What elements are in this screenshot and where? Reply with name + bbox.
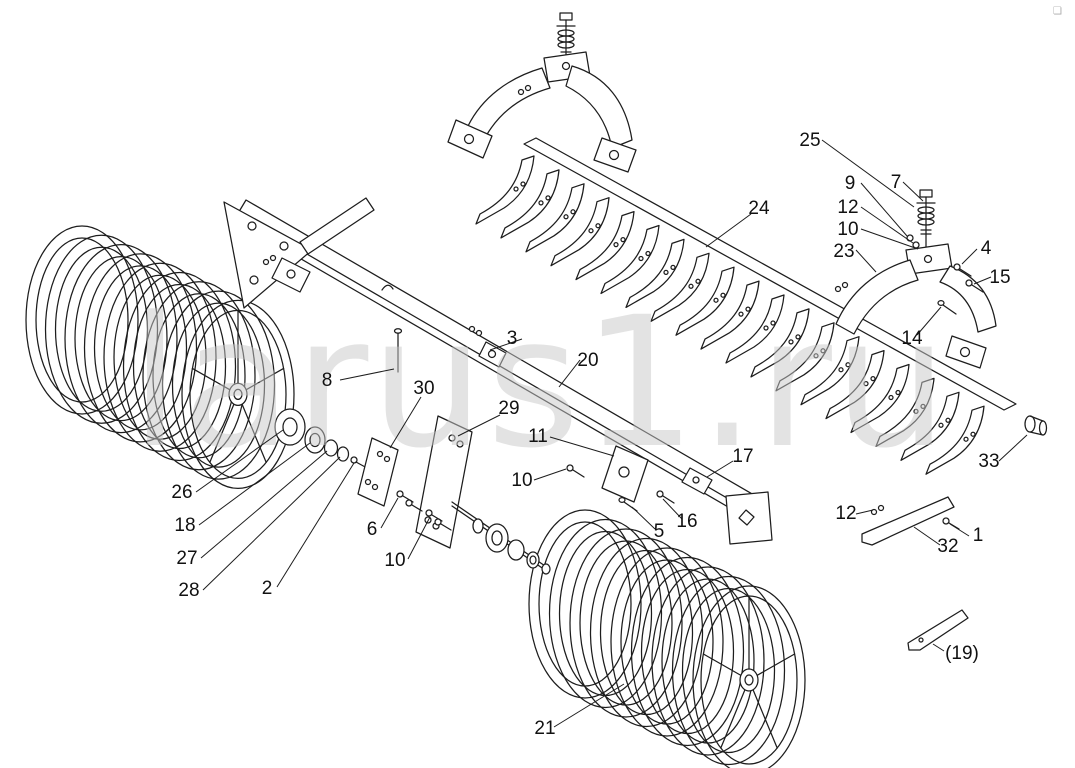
right-adjusting-screw (916, 189, 936, 249)
spring-ring (44, 234, 159, 424)
callout-24: 24 (748, 198, 770, 219)
callout-30: 30 (413, 378, 434, 399)
callout-15: 15 (989, 267, 1010, 288)
hub-bearing-parts (274, 408, 379, 475)
callout-4: 4 (981, 238, 992, 259)
callout-7: 7 (891, 172, 902, 193)
holder-left-arm (467, 67, 551, 137)
beam-end-plate (725, 491, 773, 545)
callout-labels: 25 7 9 12 10 23 4 15 14 24 3 20 8 30 29 … (171, 130, 1010, 739)
tine (875, 377, 935, 448)
callout-17: 17 (732, 446, 753, 467)
callout-10-a: 10 (837, 219, 858, 240)
tine (575, 210, 635, 281)
tine (650, 252, 710, 322)
callout-20: 20 (577, 350, 598, 371)
end-cap-33 (1024, 415, 1048, 436)
callout-26: 26 (171, 482, 192, 503)
headstock-mount (223, 197, 375, 309)
spring-ring (671, 575, 786, 766)
callout-33: 33 (978, 451, 999, 472)
spoked-wheel (181, 299, 295, 490)
callout-23: 23 (833, 241, 854, 262)
callout-11: 11 (528, 426, 548, 447)
callout-12-a: 12 (837, 197, 858, 218)
tine (825, 349, 885, 420)
spring-ring (64, 243, 178, 434)
leveling-tine-row (475, 155, 985, 475)
tine (900, 391, 960, 461)
callout-14: 14 (901, 328, 923, 349)
spring-ring (122, 271, 237, 462)
tine (925, 405, 985, 475)
bolt-16 (656, 490, 675, 504)
spring-ring (83, 253, 198, 443)
tine (850, 363, 910, 434)
bolt-10-mid (566, 464, 585, 478)
callout-6: 6 (367, 519, 378, 540)
callout-18: 18 (174, 515, 195, 536)
tine (475, 155, 535, 225)
spoked-wheel (692, 585, 806, 768)
callout-10-b: 10 (511, 470, 532, 491)
clamp-17 (681, 467, 713, 495)
callout-16: 16 (676, 511, 697, 532)
bolt-14 (937, 299, 957, 315)
callout-9: 9 (845, 173, 856, 194)
pin-8 (393, 328, 403, 373)
bolts-10-lower (425, 509, 452, 531)
callout-12-b: 12 (835, 503, 856, 524)
machine-drawing (25, 12, 1048, 768)
optional-blade-19 (907, 609, 969, 651)
bolt-15 (965, 279, 984, 293)
callout-19: (19) (945, 643, 979, 664)
tine (725, 294, 785, 364)
callout-8: 8 (322, 370, 333, 391)
tine (600, 224, 660, 295)
clamp-bracket-3 (468, 325, 507, 368)
top-holder-bracket (447, 12, 637, 173)
callout-28: 28 (178, 580, 199, 601)
callout-5: 5 (654, 521, 665, 542)
callout-2: 2 (262, 578, 273, 599)
left-spring-ring-roller (25, 225, 295, 490)
bolt-1 (942, 517, 960, 530)
callout-3: 3 (507, 328, 518, 349)
tine (525, 183, 585, 253)
link-bracket-11 (601, 445, 649, 503)
tine (750, 308, 810, 378)
spring-ring (103, 262, 217, 452)
tine (675, 266, 735, 336)
roller-bearing-assembly (451, 501, 551, 575)
callout-25: 25 (799, 130, 820, 151)
callout-1: 1 (973, 525, 984, 546)
tine (500, 169, 560, 239)
tine (625, 238, 685, 309)
bottom-spring-ring-roller (528, 509, 806, 768)
callout-32: 32 (937, 536, 958, 557)
tine (550, 197, 610, 267)
mount-plate-30 (357, 437, 399, 507)
spring-ring (142, 281, 256, 471)
holder-arm-23 (835, 259, 919, 335)
corner-mark-icon: ❏ (1053, 6, 1062, 17)
callout-27: 27 (176, 548, 197, 569)
bolts-6 (396, 490, 423, 512)
callout-10-c: 10 (384, 550, 405, 571)
tine (800, 336, 860, 406)
spring-ring (161, 290, 276, 480)
holder-right-arm (565, 65, 633, 149)
scraper-blade-32 (861, 496, 960, 546)
tine (775, 322, 835, 392)
bolt-4 (953, 263, 972, 277)
callout-21: 21 (534, 718, 555, 739)
callout-29: 29 (498, 398, 519, 419)
watermark: larus1.ru (130, 279, 950, 488)
tine (700, 280, 760, 350)
spring-ring (25, 225, 139, 415)
right-holder-bracket (834, 189, 997, 369)
leader-lines (195, 139, 1028, 728)
